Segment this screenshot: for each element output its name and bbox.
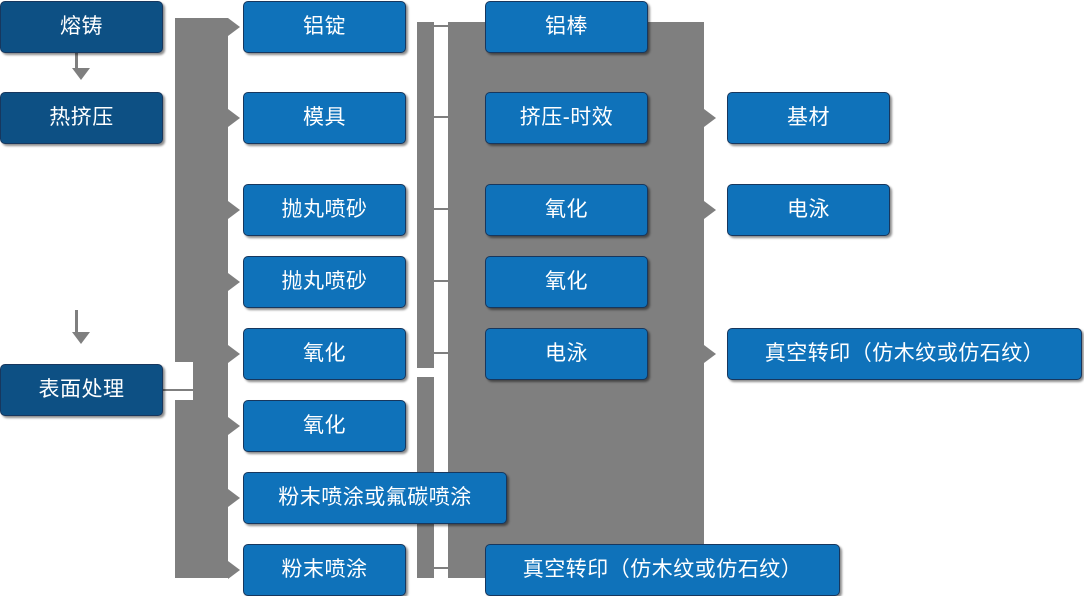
process-box-oxidation-3[interactable]: 氧化	[485, 184, 648, 236]
result-box-base-material[interactable]: 基材	[727, 92, 890, 144]
process-box-shot-blasting-1[interactable]: 抛丸喷砂	[243, 184, 406, 236]
arrow-to-shot-blasting-1	[228, 201, 240, 219]
arrow-down-extrusion-to-surface	[72, 332, 90, 344]
arrow-to-oxidation-1	[228, 345, 240, 363]
process-box-oxidation-4[interactable]: 氧化	[485, 256, 648, 308]
process-box-mold[interactable]: 模具	[243, 92, 406, 144]
stage-box-surface-treatment[interactable]: 表面处理	[0, 364, 163, 416]
connector-bar-narrow-upper	[417, 22, 434, 368]
process-box-extrusion-aging[interactable]: 挤压-时效	[485, 92, 648, 144]
arrow-down-melt-to-extrusion	[72, 68, 90, 80]
arrow-to-oxidation-2	[228, 417, 240, 435]
arrow-to-powder-coating	[228, 561, 240, 579]
process-box-vacuum-transfer-bottom[interactable]: 真空转印（仿木纹或仿石纹）	[485, 544, 840, 596]
stage-box-melt-cast[interactable]: 熔铸	[0, 1, 163, 53]
connector-gap-1	[434, 22, 448, 368]
process-box-electrophoresis-mid[interactable]: 电泳	[485, 328, 648, 380]
result-box-vacuum-transfer[interactable]: 真空转印（仿木纹或仿石纹）	[727, 328, 1082, 380]
connector-line-extrusion-aging	[434, 116, 448, 118]
process-box-aluminum-ingot[interactable]: 铝锭	[243, 1, 406, 53]
connector-line-surface-treatment	[163, 389, 193, 391]
connector-line-oxidation-a	[434, 208, 448, 210]
result-box-electrophoresis[interactable]: 电泳	[727, 184, 890, 236]
arrow-to-powder-or-fluorocarbon	[228, 489, 240, 507]
process-box-powder-or-fluorocarbon[interactable]: 粉末喷涂或氟碳喷涂	[243, 472, 507, 524]
connector-line-vacuum-transfer	[434, 567, 448, 569]
process-box-oxidation-2[interactable]: 氧化	[243, 400, 406, 452]
arrow-to-mold	[228, 109, 240, 127]
connector-line-aluminum-rod	[434, 25, 448, 27]
connector-line-electrophoresis	[434, 352, 448, 354]
stage-box-hot-extrusion[interactable]: 热挤压	[0, 92, 163, 144]
connector-stem-left-lower	[75, 310, 78, 334]
arrow-to-base-material	[704, 109, 716, 127]
process-box-oxidation-1[interactable]: 氧化	[243, 328, 406, 380]
connector-trunk-left	[175, 18, 228, 578]
process-box-powder-coating[interactable]: 粉末喷涂	[243, 544, 406, 596]
arrow-to-vacuum-transfer-right	[704, 345, 716, 363]
process-box-shot-blasting-2[interactable]: 抛丸喷砂	[243, 256, 406, 308]
connector-notch-surface	[163, 362, 193, 400]
connector-line-oxidation-b	[434, 280, 448, 282]
process-box-aluminum-rod[interactable]: 铝棒	[485, 1, 648, 53]
arrow-to-aluminum-ingot	[228, 18, 240, 36]
connector-stem-left-upper	[75, 46, 78, 70]
arrow-to-shot-blasting-2	[228, 273, 240, 291]
arrow-to-electrophoresis-right	[704, 201, 716, 219]
